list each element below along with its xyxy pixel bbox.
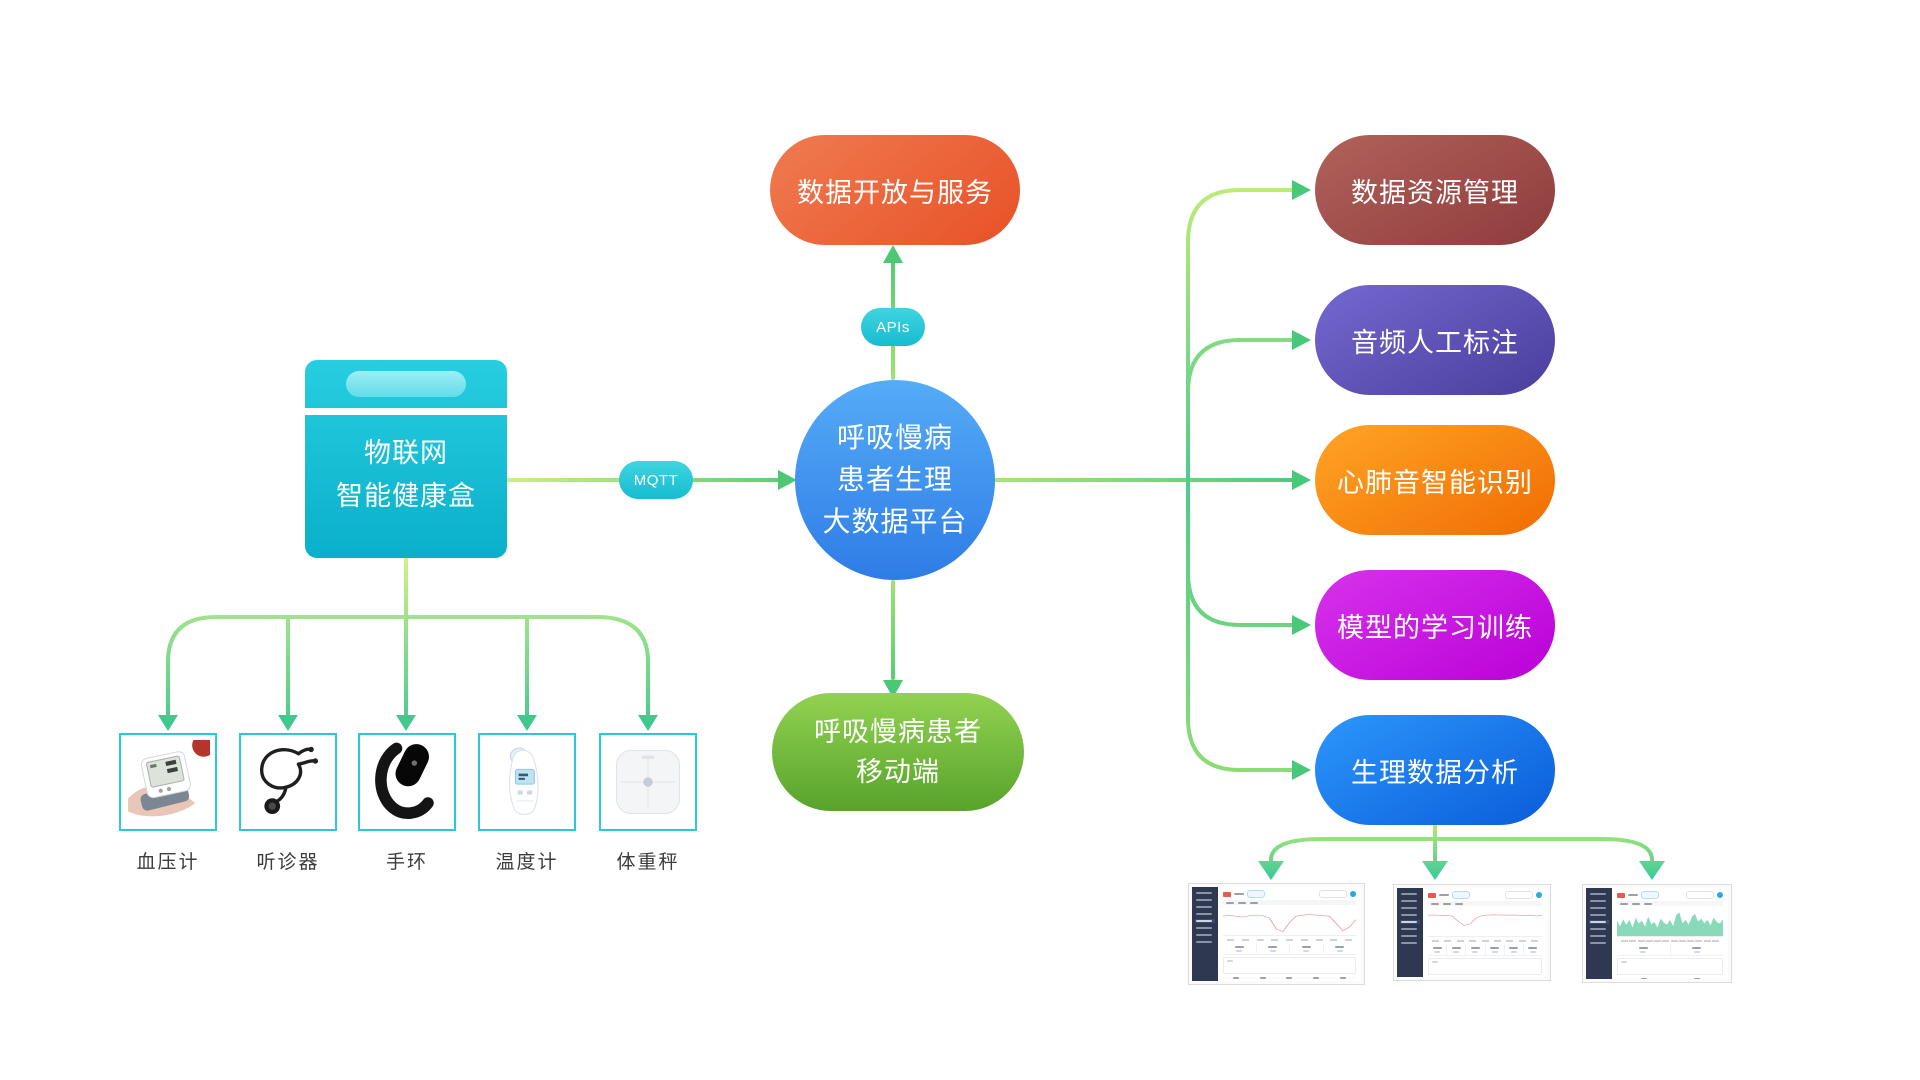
apis-protocol-label: APIs	[861, 308, 925, 346]
data-resource-management-label: 数据资源管理	[1351, 177, 1519, 208]
box-handle	[346, 371, 466, 397]
screenshot-dashboard-line-1	[1188, 883, 1365, 985]
mini-sidebar	[1397, 888, 1423, 977]
mini-content	[1612, 888, 1728, 979]
device-label: 手环	[385, 852, 428, 873]
mini-sidebar	[1192, 887, 1218, 981]
node-heart-lung-sound-recognition: 心肺音智能识别	[1315, 425, 1555, 535]
iot-box-label: 物联网 智能健康盒	[305, 432, 507, 518]
thermometer-icon	[509, 747, 539, 815]
mini-chart	[1428, 908, 1542, 937]
audio-annotation-label: 音频人工标注	[1351, 327, 1519, 358]
node-data-resource-management: 数据资源管理	[1315, 135, 1555, 245]
device-weight-scale: 体重秤	[599, 733, 697, 874]
mqtt-protocol-label: MQTT	[619, 461, 693, 499]
node-patient-mobile-client: 呼吸慢病患者 移动端	[772, 693, 1024, 811]
device-label: 听诊器	[256, 852, 320, 873]
mini-content	[1423, 888, 1547, 977]
mobile-client-label-line1: 呼吸慢病患者	[814, 717, 982, 747]
device-label: 体重秤	[616, 852, 680, 873]
box-lid-divider	[305, 408, 507, 415]
data-services-label: 数据开放与服务	[797, 177, 993, 208]
iot-box-label-line1: 物联网	[364, 438, 448, 468]
device-fitness-band: 手环	[358, 733, 456, 874]
node-data-open-services: 数据开放与服务	[770, 135, 1020, 245]
device-label: 血压计	[136, 852, 200, 873]
device-image-frame	[599, 733, 697, 831]
mini-chart	[1617, 908, 1723, 937]
mobile-client-label-line2: 移动端	[856, 757, 940, 787]
device-image-frame	[358, 733, 456, 831]
device-image-frame	[478, 733, 576, 831]
screenshot-dashboard-line-2	[1393, 884, 1551, 981]
connector-iot-to-devices	[158, 556, 658, 731]
node-audio-manual-annotation: 音频人工标注	[1315, 285, 1555, 395]
stethoscope-icon	[260, 746, 319, 815]
node-physiological-data-analysis: 生理数据分析	[1315, 715, 1555, 825]
mini-sidebar	[1586, 888, 1612, 979]
mini-content	[1218, 887, 1361, 981]
device-thermometer: 温度计	[478, 733, 576, 874]
blood-pressure-monitor-icon	[128, 740, 210, 817]
connector-analysis-to-screens	[1258, 823, 1665, 880]
device-label: 温度计	[495, 852, 559, 873]
heart-lung-sound-label: 心肺音智能识别	[1337, 467, 1533, 498]
iot-box-label-line2: 智能健康盒	[336, 481, 476, 511]
screenshot-dashboard-waveform	[1582, 884, 1732, 983]
device-image-frame	[239, 733, 337, 831]
connector-platform-to-modules	[993, 180, 1311, 780]
node-bigdata-platform: 呼吸慢病 患者生理 大数据平台	[795, 380, 995, 580]
fitness-band-icon	[375, 742, 434, 819]
device-blood-pressure-monitor: 血压计	[119, 733, 217, 874]
node-model-training: 模型的学习训练	[1315, 570, 1555, 680]
mini-chart	[1223, 907, 1356, 936]
weight-scale-icon	[615, 749, 681, 815]
platform-label-line3: 大数据平台	[822, 506, 968, 537]
model-training-label: 模型的学习训练	[1337, 612, 1533, 643]
connector-platform-to-mobile	[883, 580, 903, 698]
device-stethoscope: 听诊器	[239, 733, 337, 874]
device-image-frame	[119, 733, 217, 831]
node-iot-health-box: 物联网 智能健康盒	[305, 360, 507, 558]
platform-label-line1: 呼吸慢病	[836, 422, 953, 453]
physio-analysis-label: 生理数据分析	[1351, 757, 1519, 788]
platform-label-line2: 患者生理	[836, 464, 953, 495]
